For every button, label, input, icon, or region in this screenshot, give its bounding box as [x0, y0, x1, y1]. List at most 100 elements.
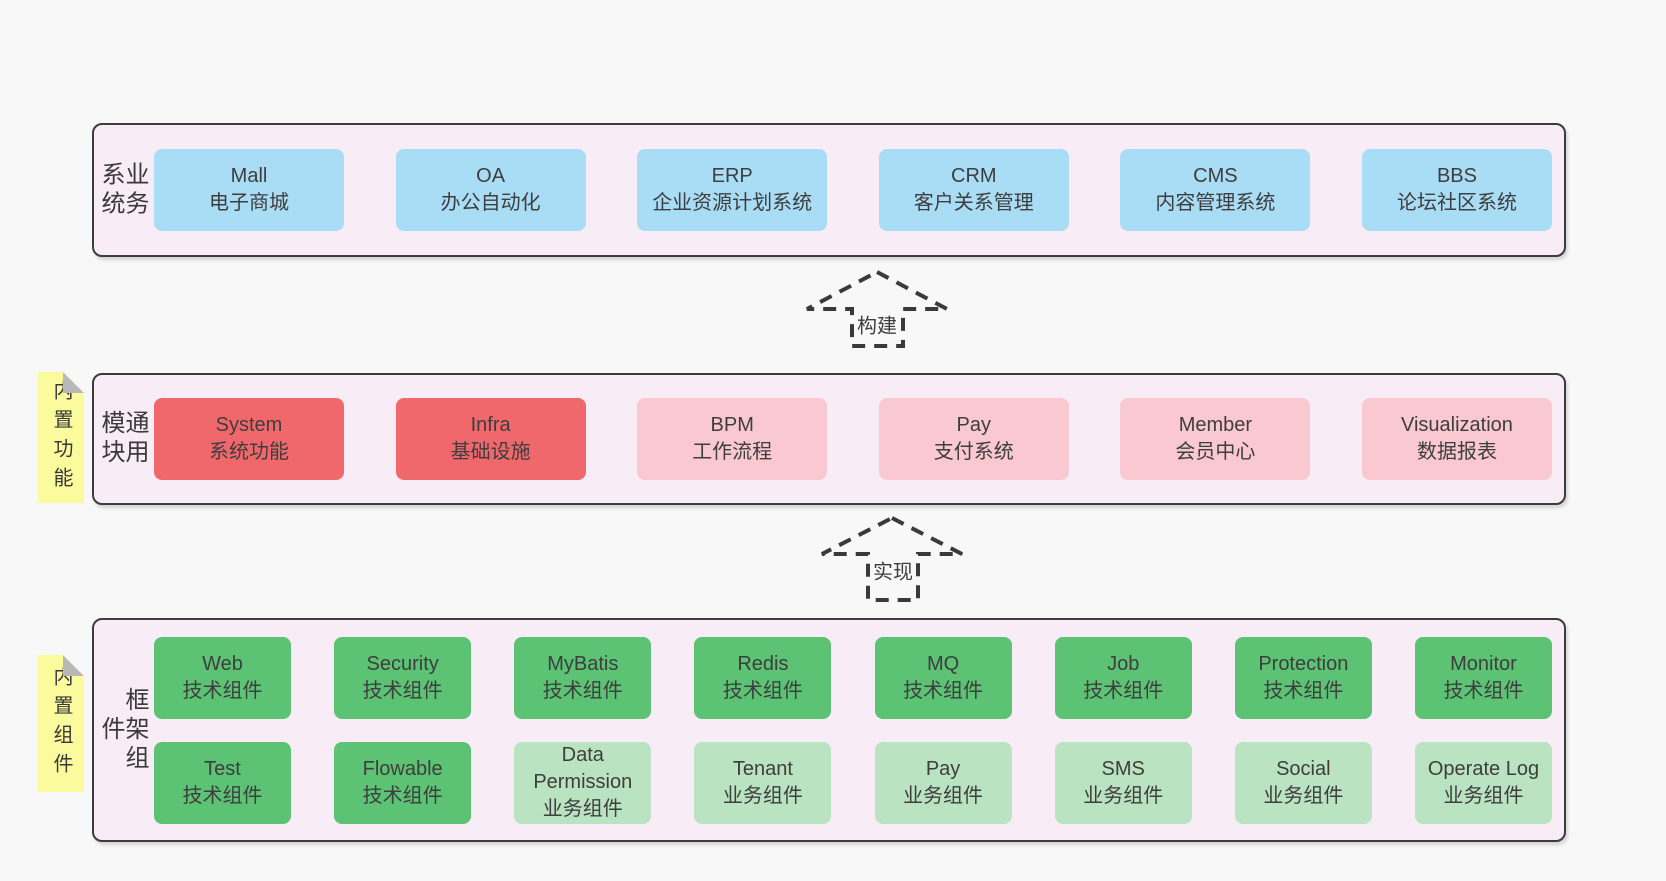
box-oa: OA 办公自动化 [395, 149, 586, 231]
box-title: Mall [230, 165, 268, 187]
box-monitor: Monitor 技术组件 [1414, 636, 1552, 719]
box-protection: Protection 技术组件 [1234, 636, 1372, 719]
box-cms: CMS 内容管理系统 [1120, 149, 1311, 231]
box-subtitle: 论坛社区系统 [1396, 192, 1517, 214]
box-subtitle: 电子商城 [209, 192, 289, 214]
box-subtitle: 会员中心 [1175, 441, 1256, 463]
box-operate-log: Operate Log 业务组件 [1414, 741, 1552, 824]
box-mq: MQ 技术组件 [874, 636, 1012, 719]
business-box-row: Mall 电子商城 OA 办公自动化 ERP 企业资源计划系统 CRM 客户关系管理 CMS 内容… [154, 149, 1552, 231]
box-subtitle: 基础设施 [450, 441, 531, 463]
box-subtitle: 业务组件 [722, 784, 803, 807]
box-title: ERP [711, 165, 753, 187]
box-title: CRM [951, 165, 997, 187]
box-subtitle: 技术组件 [182, 784, 263, 807]
box-title: System [215, 414, 283, 436]
box-title: Security [366, 652, 439, 675]
box-title: Flowable [362, 757, 443, 780]
box-subtitle: 业务组件 [542, 798, 623, 820]
box-flowable: Flowable 技术组件 [334, 741, 472, 824]
box-infra: Infra 基础设施 [395, 398, 586, 480]
band-label-business-systems: 业务系统 [97, 161, 148, 219]
box-subtitle: 技术组件 [1443, 679, 1524, 702]
box-sms: SMS 业务组件 [1054, 741, 1192, 824]
box-member: Member 会员中心 [1120, 398, 1311, 480]
box-title: Test [204, 757, 241, 780]
box-subtitle: 数据报表 [1416, 441, 1497, 463]
box-social: Social 业务组件 [1234, 741, 1372, 824]
box-bpm: BPM 工作流程 [637, 398, 828, 480]
box-subtitle: 技术组件 [362, 679, 443, 702]
box-subtitle: 技术组件 [542, 679, 623, 702]
box-visualization: Visualization 数据报表 [1361, 398, 1552, 480]
box-subtitle: 业务组件 [1083, 784, 1164, 807]
box-test: Test 技术组件 [154, 741, 291, 824]
box-subtitle: 客户关系管理 [913, 192, 1034, 214]
box-title: BPM [710, 414, 754, 436]
box-subtitle: 业务组件 [1263, 784, 1344, 807]
box-title: Data Permission [533, 744, 633, 793]
box-subtitle: 系统功能 [209, 441, 289, 463]
box-tenant: Tenant 业务组件 [694, 741, 832, 824]
box-title: Web [202, 652, 243, 675]
box-title: MQ [926, 652, 960, 675]
box-subtitle: 技术组件 [722, 679, 803, 702]
implement-arrow-label: 实现 [871, 555, 915, 585]
build-arrow-label: 构建 [855, 309, 899, 339]
box-title: Protection [1258, 652, 1349, 675]
sticky-note-builtin-components: 内置组件 [38, 655, 84, 792]
box-subtitle: 技术组件 [903, 679, 984, 702]
box-title: Visualization [1401, 414, 1513, 436]
band-business-systems: 业务系统 Mall 电子商城 OA 办公自动化 ERP 企业资源计划系统 CRM 客户关系管理… [92, 123, 1566, 257]
box-subtitle: 业务组件 [903, 784, 984, 807]
note-fold-icon [63, 372, 84, 393]
sticky-note-builtin-features: 内置功能 [38, 372, 84, 503]
sticky-note-text: 内置功能 [50, 379, 72, 496]
box-system: System 系统功能 [154, 398, 344, 480]
box-title: Pay [956, 414, 992, 436]
box-subtitle: 技术组件 [1263, 679, 1344, 702]
box-subtitle: 业务组件 [1443, 784, 1524, 807]
box-title: OA [476, 165, 506, 187]
box-redis: Redis 技术组件 [694, 636, 832, 719]
box-title: Social [1276, 757, 1331, 780]
box-job: Job 技术组件 [1054, 636, 1192, 719]
box-title: Operate Log [1427, 757, 1540, 780]
band-label-common-modules: 通用模块 [97, 410, 148, 468]
box-title: Tenant [732, 757, 793, 780]
box-subtitle: 技术组件 [362, 784, 443, 807]
box-title: Infra [470, 414, 511, 436]
box-subtitle: 工作流程 [692, 441, 773, 463]
box-crm: CRM 客户关系管理 [878, 149, 1069, 231]
box-title: Pay [925, 757, 961, 780]
box-security: Security 技术组件 [334, 636, 472, 719]
box-subtitle: 技术组件 [1083, 679, 1164, 702]
box-title: Member [1178, 414, 1253, 436]
box-data-permission: Data Permission 业务组件 [514, 741, 652, 824]
box-title: SMS [1101, 757, 1145, 780]
box-mall: Mall 电子商城 [154, 149, 344, 231]
box-title: Job [1107, 652, 1140, 675]
box-title: CMS [1193, 165, 1238, 187]
box-title: BBS [1436, 165, 1477, 187]
box-subtitle: 内容管理系统 [1155, 192, 1276, 214]
band-label-framework-components: 框架组件 [97, 686, 148, 774]
business-box-area: Mall 电子商城 OA 办公自动化 ERP 企业资源计划系统 CRM 客户关系管理 CMS 内容… [154, 125, 1552, 255]
box-title: Redis [737, 652, 789, 675]
box-subtitle: 企业资源计划系统 [652, 192, 813, 214]
box-title: Monitor [1450, 652, 1517, 675]
note-fold-icon [63, 655, 84, 676]
box-mybatis: MyBatis 技术组件 [514, 636, 652, 719]
box-title: MyBatis [547, 652, 619, 675]
box-subtitle: 办公自动化 [440, 192, 541, 214]
